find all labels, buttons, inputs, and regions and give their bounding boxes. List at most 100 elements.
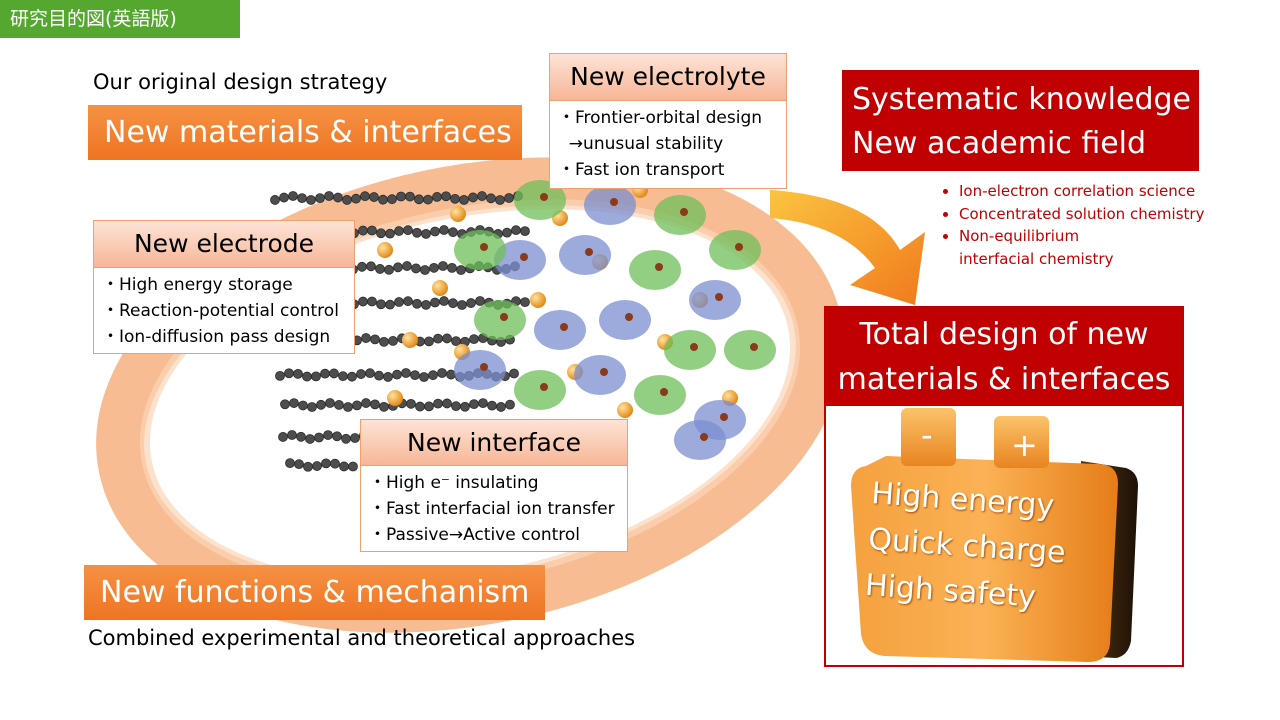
knowledge-line1: Systematic knowledge [852, 82, 1191, 117]
graphite-atom [460, 401, 470, 412]
graphite-atom [509, 368, 519, 379]
graphite-atom [315, 193, 325, 204]
molecule-atom [660, 388, 668, 396]
graphite-atom [385, 228, 395, 239]
graphite-atom [298, 400, 308, 411]
graphite-atom [280, 399, 290, 410]
molecule-atom [680, 208, 688, 216]
molecule-blob [654, 195, 706, 235]
molecule-atom [655, 263, 663, 271]
graphite-atom [520, 297, 530, 308]
graphite-atom [350, 433, 360, 443]
graphite-atom [316, 399, 326, 410]
interface-title: New interface [361, 420, 627, 466]
graphite-atom [393, 262, 403, 273]
graphite-atom [468, 192, 478, 203]
graphite-atom [385, 299, 395, 310]
graphite-atom [279, 192, 289, 203]
graphite-atom [423, 194, 433, 205]
header-tag: 研究目的図(英語版) [0, 0, 240, 38]
curved-arrow [770, 190, 925, 305]
electrode-item: ・Ion-diffusion pass design [102, 327, 331, 347]
graphite-atom [424, 401, 434, 412]
molecule-blob [689, 280, 741, 320]
graphite-atom [459, 194, 469, 205]
battery-minus: - [921, 416, 933, 454]
graphite-atom [477, 191, 487, 201]
molecule-blob [599, 300, 651, 340]
graphite-atom [433, 398, 443, 409]
graphite-atom [370, 334, 380, 345]
graphite-atom [450, 193, 460, 204]
graphite-atom [383, 372, 393, 382]
graphite-atom [374, 370, 384, 381]
graphite-atom [294, 459, 304, 470]
molecule-atom [540, 193, 548, 201]
total-line2: materials & interfaces [837, 362, 1171, 397]
molecule-atom [560, 323, 568, 331]
graphite-atom [388, 336, 398, 346]
graphite-atom [428, 370, 438, 381]
banner-new-materials: New materials & interfaces [88, 105, 522, 160]
graphite-atom [314, 432, 324, 443]
graphite-atom [394, 297, 404, 307]
graphite-atom [352, 400, 362, 411]
knowledge-bullets: Ion-electron correlation science Concent… [930, 180, 1259, 270]
knowledge-bullet: Non-equilibrium interfacial chemistry [959, 225, 1159, 270]
graphite-atom [311, 371, 321, 382]
graphite-atom [351, 193, 361, 204]
electrode-item: ・High energy storage [102, 275, 293, 295]
graphite-atom [376, 228, 386, 239]
electrolyte-title: New electrolyte [550, 54, 786, 101]
approach-label: Combined experimental and theoretical ap… [88, 626, 636, 650]
electrolyte-item: ・Fast ion transport [558, 160, 725, 180]
molecule-blob [584, 185, 636, 225]
graphite-atom [378, 194, 388, 205]
graphite-atom [325, 398, 335, 408]
graphite-atom [365, 368, 375, 379]
graphite-atom [367, 225, 377, 236]
molecule-blob [474, 300, 526, 340]
electrode-item: ・Reaction-potential control [102, 301, 339, 321]
molecule-atom [520, 253, 528, 261]
graphite-atom [405, 191, 415, 202]
molecule-atom [500, 313, 508, 321]
graphite-atom [466, 298, 476, 308]
strategy-label: Our original design strategy [93, 70, 388, 94]
lithium-ion [530, 292, 546, 308]
graphite-atom [333, 192, 343, 203]
graphite-atom [356, 369, 366, 379]
electrolyte-item: →unusual stability [558, 134, 724, 154]
graphite-atom [343, 402, 353, 412]
graphite-atom [384, 264, 394, 275]
graphite-atom [520, 226, 530, 237]
electrolyte-item: ・Frontier-orbital design [558, 108, 763, 128]
graphite-atom [438, 261, 448, 271]
graphite-atom [289, 398, 299, 408]
lithium-ion [377, 242, 393, 258]
graphite-atom [412, 227, 422, 238]
molecule-blob [724, 330, 776, 370]
graphite-atom [288, 191, 298, 201]
graphite-atom [441, 191, 451, 202]
graphite-atom [387, 194, 397, 205]
battery-features: High energy Quick charge High safety [864, 471, 1133, 627]
graphite-atom [442, 398, 452, 409]
molecule-blob [629, 250, 681, 290]
graphite-atom [410, 370, 420, 381]
interface-item: ・Fast interfacial ion transfer [369, 499, 615, 519]
graphite-atom [270, 195, 280, 205]
graphite-atom [357, 261, 367, 272]
graphite-atom [469, 399, 479, 410]
electrode-box: New electrode ・High energy storage ・Reac… [93, 220, 355, 354]
graphite-atom [307, 402, 317, 412]
graphite-atom [420, 265, 430, 275]
interface-item: ・High e⁻ insulating [369, 473, 539, 493]
graphite-atom [323, 430, 333, 440]
molecule-blob [514, 180, 566, 220]
graphite-atom [430, 226, 440, 237]
knowledge-box: Systematic knowledge New academic field [842, 70, 1199, 171]
graphite-atom [320, 368, 330, 379]
molecule-atom [600, 368, 608, 376]
lithium-ion [450, 206, 466, 222]
